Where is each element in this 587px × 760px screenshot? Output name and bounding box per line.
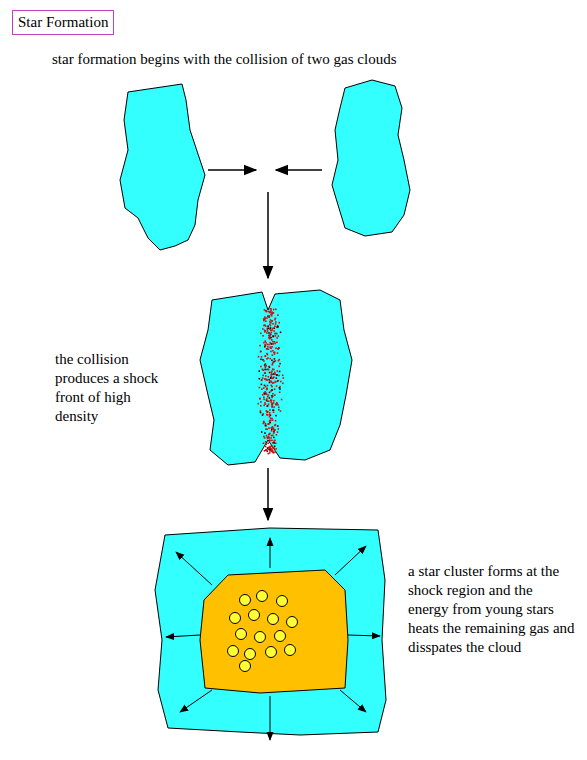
step-note: a star cluster forms at the shock region… — [408, 562, 576, 657]
motion-arrow — [208, 169, 256, 171]
step-note: the collision produces a shock front of … — [55, 350, 175, 426]
title: Star Formation — [12, 10, 114, 35]
merged-cloud — [200, 290, 352, 465]
step-arrow — [267, 468, 269, 520]
intro-note: star formation begins with the collision… — [52, 50, 552, 69]
heated-region — [200, 570, 348, 693]
shock-front — [258, 308, 285, 454]
gas-cloud — [120, 84, 205, 250]
young-stars — [228, 591, 298, 672]
gas-cloud — [332, 80, 410, 236]
expansion-arrows — [166, 538, 380, 740]
motion-arrow — [276, 169, 322, 171]
step-arrow — [267, 192, 269, 278]
